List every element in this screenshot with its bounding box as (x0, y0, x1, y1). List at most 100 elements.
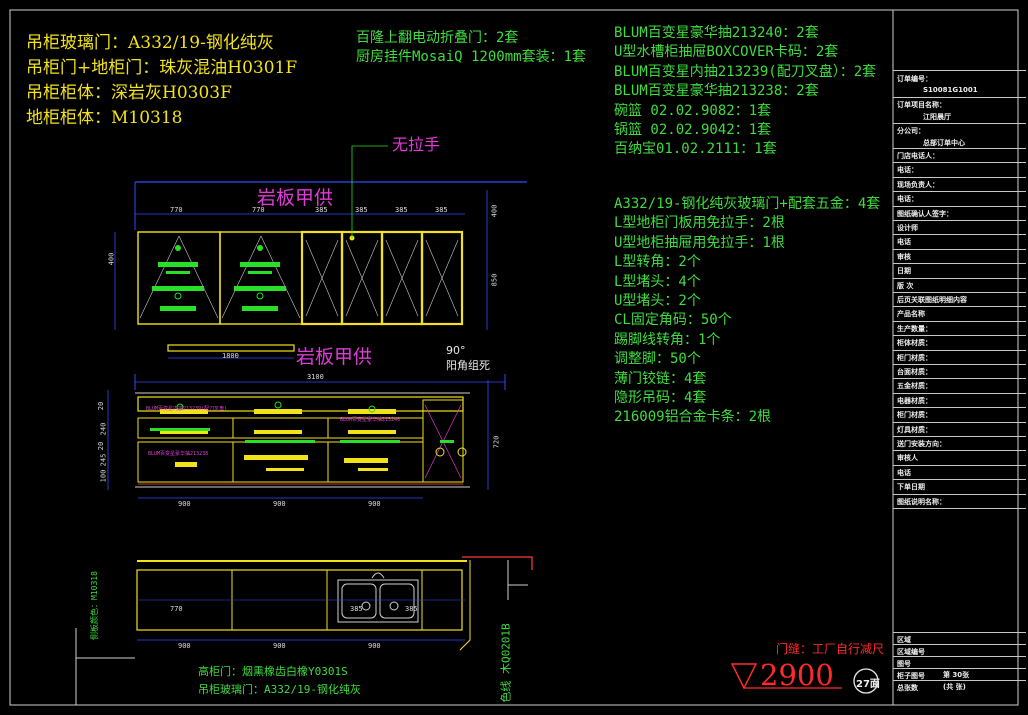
spec-line: 吊柜门+地柜门：珠灰混油H0301F (26, 58, 298, 78)
order-project-label: 订单项目名称： (897, 101, 946, 109)
dim-label: 900 (368, 500, 381, 508)
no-handle-note: 无拉手 (392, 135, 441, 154)
title-block-field-label: 门店电话人： (897, 152, 939, 160)
plan-dim-label: 900 (368, 642, 381, 650)
drawer-note: BLUM百变星豪华抽213238 (148, 451, 209, 457)
plan-note: 吊柜玻璃门：A332/19-钢化纯灰 (198, 683, 361, 696)
hardware-item: 百纳宝01.02.2111：1套 (614, 141, 777, 158)
height-value: 2900 (760, 658, 834, 692)
title-block-field-label: 审核 (897, 252, 911, 261)
order-no-value: S10081G1001 (923, 86, 978, 94)
dim-vert-label: 20 (97, 441, 106, 451)
hardware-item: L型地柜门板用免拉手：2根 (614, 215, 785, 232)
title-block-bottom-label: 总张数 (897, 684, 918, 692)
title-block-field-label: 下单日期 (897, 483, 925, 492)
title-block-field-label: 图纸说明名称： (897, 497, 946, 506)
dim-vert-label: 100 (99, 469, 108, 483)
hardware-item: 216009铝合金卡条：2根 (614, 409, 772, 426)
title-block-field-label: 电话： (897, 195, 918, 204)
title-block-field-label: 日期 (897, 267, 911, 276)
angle-note-1: 90° (446, 344, 466, 357)
plan-dim-label: 770 (170, 605, 183, 613)
title-block-bottom-label: 柜子图号 (897, 672, 925, 680)
hardware-item: 薄门铰链：4套 (614, 370, 707, 387)
title-block-field-label: 审核人 (897, 454, 918, 463)
hardware-item: L型堵头：4个 (614, 273, 701, 290)
hardware-item: 碗篮 02.02.9082：1套 (614, 102, 772, 119)
title-block-field-label: 电话 (897, 468, 911, 477)
title-block-field-label: 柜门材质： (897, 411, 932, 420)
title-block-field-label: 台面材质： (897, 368, 932, 376)
hardware-item: CL固定角码：50个 (614, 312, 732, 329)
hardware-list-2: A332/19-钢化纯灰玻璃门+配套五金：4套 L型地柜门板用免拉手：2根 U型… (614, 195, 880, 428)
hardware-item: BLUM百变星豪华抽213240：2套 (614, 25, 819, 41)
hardware-item: BLUM百变星内抽213239(配刀叉盘）：2套 (614, 63, 877, 80)
dim-label: 900 (273, 500, 286, 508)
plan-dim-label: 900 (178, 642, 191, 650)
spec-mid-block: 百隆上翻电动折叠门：2套 厨房挂件MosaiQ 1200mm套装：1套 (356, 29, 586, 68)
spec-mid-line: 百隆上翻电动折叠门：2套 (356, 30, 519, 46)
title-block-field-label: 设计师 (897, 224, 918, 232)
spec-line: 地柜柜体：M10318 (26, 108, 183, 128)
branch-label: 分公司： (897, 127, 925, 135)
title-block-field-label: 灯具材质： (897, 425, 932, 434)
dim-label: 770 (170, 206, 183, 214)
dim-label: 385 (315, 206, 328, 214)
angle-note-2: 阳角组死 (446, 359, 490, 372)
dim-label: 385 (355, 206, 368, 214)
slab-mid-label: 岩板甲供 (296, 346, 373, 368)
drawing-frame (9, 9, 1019, 706)
dim-vert-label: 20 (97, 401, 106, 411)
dim-label: 385 (395, 206, 408, 214)
title-block-field-label: 电器材质： (897, 396, 932, 405)
height-marker (730, 663, 879, 694)
hardware-item: U型水槽柜抽屉BOXCOVER卡码：2套 (614, 44, 839, 61)
title-block-field-label: 送门安装方向： (897, 440, 946, 448)
title-block-field-label: 现场负责人： (897, 180, 939, 189)
spec-line: 吊柜柜体：深岩灰H0303F (26, 83, 232, 103)
sheet-number: 第 30张 (943, 671, 970, 679)
face-label: 27面 (856, 679, 880, 690)
spec-line: 吊柜玻璃门：A332/19-钢化纯灰 (26, 33, 274, 53)
dim-vert-label: 850 (490, 273, 499, 287)
title-block-field-label: 产品名称 (897, 310, 925, 319)
base-cabinet-elevation (135, 380, 489, 499)
drawer-note: BLUM百变星内抽213239(配刀叉盘) (146, 406, 228, 412)
title-block-field-label: 图纸确认人签字： (897, 209, 953, 218)
hardware-item: 隐形吊码：4套 (614, 390, 707, 407)
plan-note: 高柜门：烟熏橡齿白橡Y0301S (198, 665, 348, 678)
title-block-field-label: 柜体材质： (897, 339, 932, 348)
door-gap-note: 门缝：工厂自行减尺 (776, 642, 885, 656)
order-project-value: 江阳晨厅 (923, 113, 951, 121)
dim-label: 770 (252, 206, 265, 214)
title-block-field-label: 版 次 (897, 281, 914, 290)
hardware-item: 踢脚线转角：1个 (614, 331, 721, 348)
plan-vert-label: 侧板颜色：M10318 (89, 571, 99, 640)
plan-dim-label: 900 (273, 642, 286, 650)
dim-label: 900 (178, 500, 191, 508)
spec-mid-line: 厨房挂件MosaiQ 1200mm套装：1套 (356, 49, 587, 66)
hardware-item: BLUM百变星豪华抽213238：2套 (614, 83, 819, 100)
dim-vert-label: 400 (107, 252, 116, 266)
title-block-bottom-label: 图号 (897, 660, 911, 668)
dim-vert-label: 400 (490, 204, 499, 218)
title-block-field-label: 柜门材质： (897, 353, 932, 362)
drawer-note: BLUM百变星豪华抽213240 (340, 417, 401, 423)
title-block: 订单编号： S10081G1001 订单项目名称： 江阳晨厅 分公司： 总部订单… (893, 70, 1026, 705)
slab-top-label: 岩板甲供 (257, 187, 334, 209)
order-no-label: 订单编号： (897, 75, 932, 83)
branch-value: 总部订单中心 (923, 139, 965, 147)
hardware-item: U型堵头：2个 (614, 293, 701, 310)
title-block-field-label: 五金材质： (897, 382, 932, 391)
wall-cabinet-elevation (107, 145, 527, 490)
spec-left-block: 吊柜玻璃门：A332/19-钢化纯灰 吊柜门+地柜门：珠灰混油H0301F 吊柜… (26, 31, 297, 131)
title-block-field-label: 电话： (897, 166, 918, 175)
sheet-total: (共 张) (943, 683, 966, 691)
plan-vert-label-2: 色线 木Q0201B (499, 623, 513, 703)
hardware-item: 调整脚：50个 (614, 351, 701, 368)
dim-1800-label: 1800 (222, 352, 239, 360)
title-block-field-label: 电话 (897, 238, 911, 247)
hardware-item: A332/19-钢化纯灰玻璃门+配套五金：4套 (614, 196, 881, 212)
hardware-item: U型地柜抽屉用免拉手：1根 (614, 234, 785, 251)
